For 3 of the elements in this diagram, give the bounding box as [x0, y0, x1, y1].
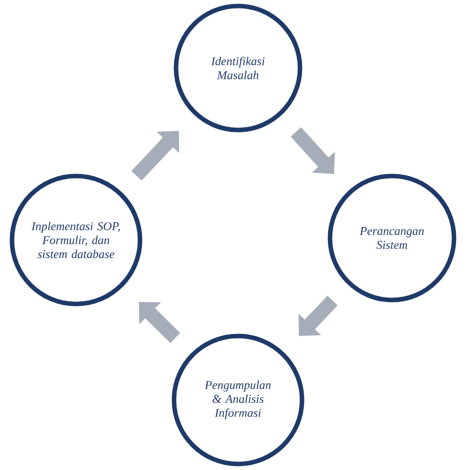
block-arrow [298, 296, 338, 336]
block-arrow [131, 130, 180, 181]
block-arrow [138, 302, 180, 343]
